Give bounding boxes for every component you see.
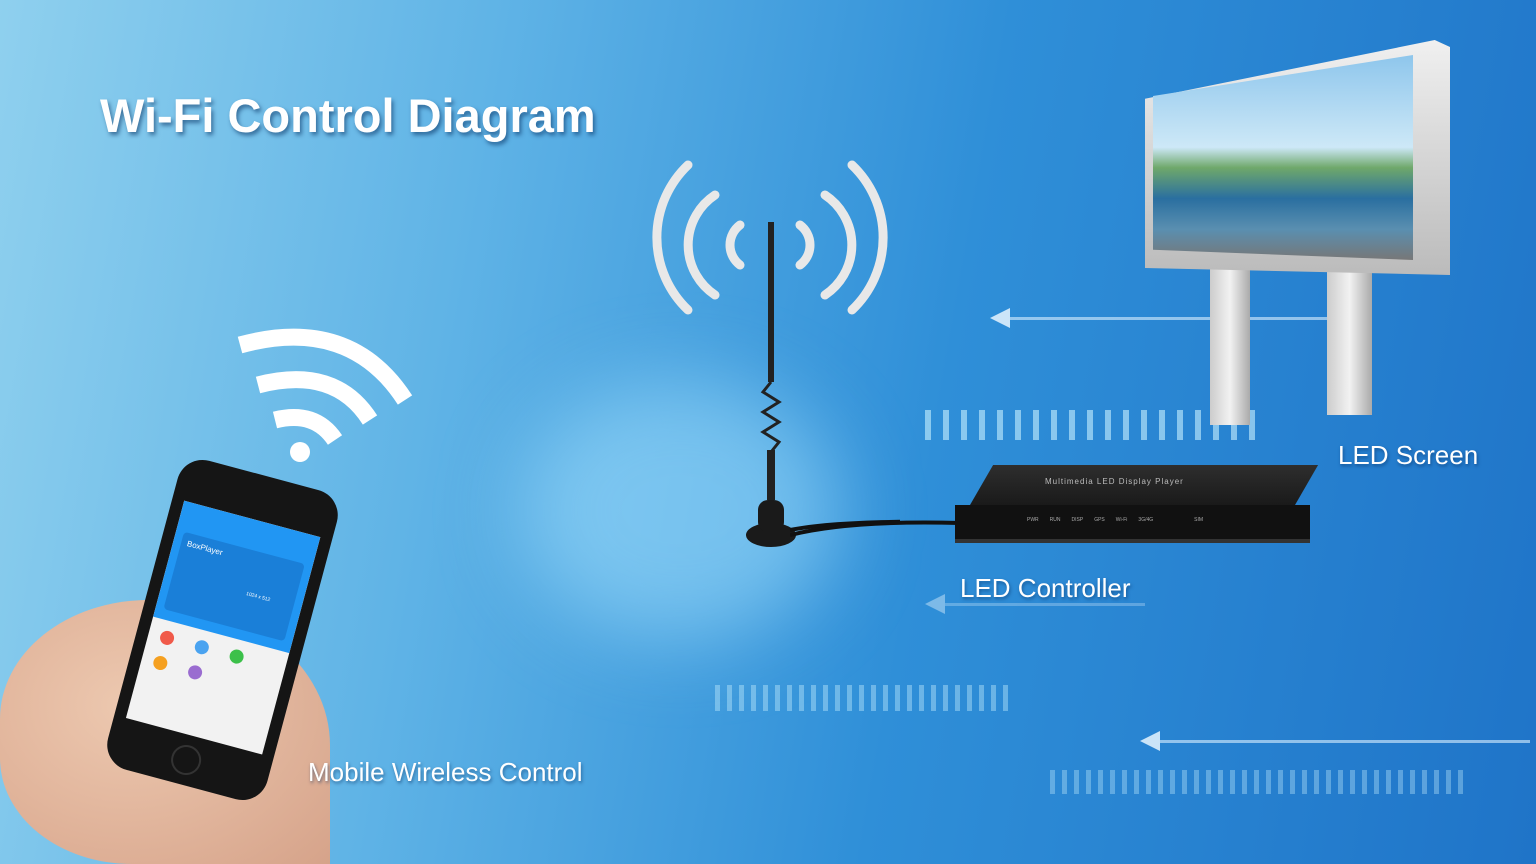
decor-stripe xyxy=(715,685,1015,711)
controller-name: Multimedia LED Display Player xyxy=(1045,477,1184,486)
decor-arrow xyxy=(1140,731,1530,751)
decor-arrow xyxy=(990,308,1340,328)
indicator-label: GPS xyxy=(1094,517,1105,523)
antenna-icon xyxy=(652,160,900,547)
page-title: Wi-Fi Control Diagram xyxy=(100,89,596,142)
wifi-signal-icon xyxy=(237,328,413,462)
controller-label: LED Controller xyxy=(960,573,1131,603)
app-button[interactable] xyxy=(186,663,204,681)
app-name: BoxPlayer xyxy=(186,539,224,558)
indicator-label: PWR xyxy=(1027,517,1039,523)
cable xyxy=(790,520,960,537)
indicator-label: 3G/4G xyxy=(1138,517,1154,523)
app-button[interactable] xyxy=(158,629,176,647)
decor-stripe xyxy=(1050,770,1470,794)
wifi-waves-icon xyxy=(652,160,888,315)
indicator-label: Wi-Fi xyxy=(1115,517,1128,523)
decor-arrow xyxy=(925,594,1145,614)
resolution: 1024 x 512 xyxy=(245,590,271,604)
screen-image xyxy=(1153,55,1413,260)
indicator-label: RUN xyxy=(1049,517,1061,523)
screen-label: LED Screen xyxy=(1338,440,1479,470)
app-button[interactable] xyxy=(228,647,246,666)
app-button[interactable] xyxy=(151,654,169,672)
led-controller: Multimedia LED Display Player PWR RUN DI… xyxy=(955,465,1319,543)
sim-port-label: SIM xyxy=(1194,517,1204,523)
decor-stripe xyxy=(925,410,1255,440)
led-screen xyxy=(1145,30,1455,425)
background-glow xyxy=(520,380,840,640)
mobile-label: Mobile Wireless Control xyxy=(308,757,583,787)
indicator-label: DISP xyxy=(1071,517,1084,523)
app-button[interactable] xyxy=(193,638,211,656)
